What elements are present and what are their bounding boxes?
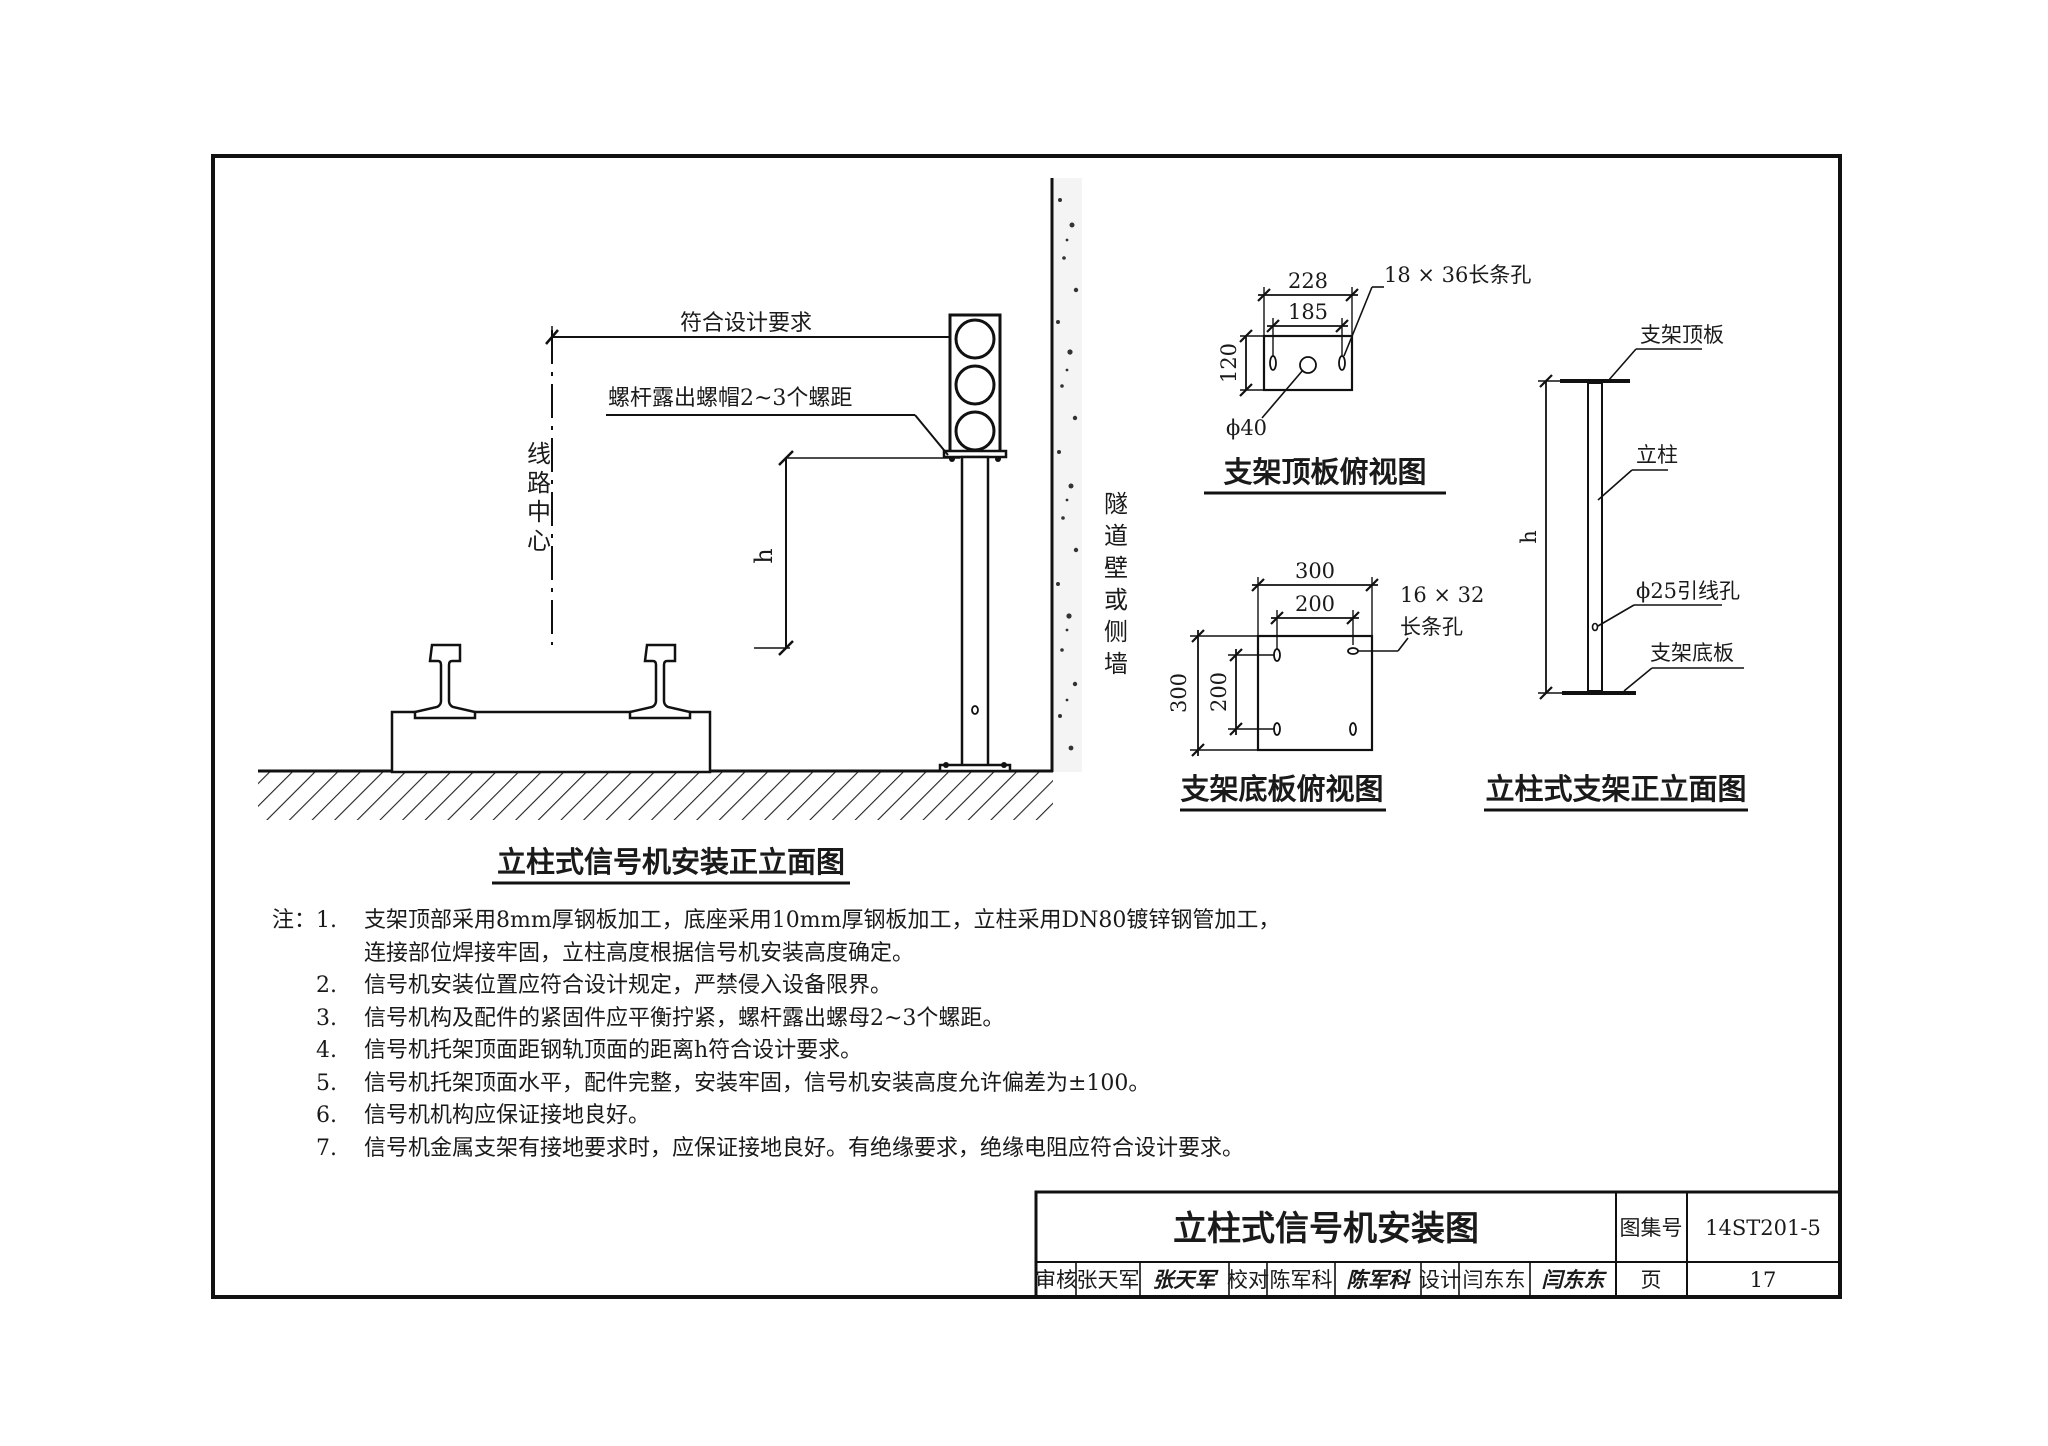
tunnel-wall-char-5: 侧 bbox=[1104, 618, 1128, 646]
bottom-plate-plan: 300 200 300 200 16 × 32 长条孔 支架底板俯视图 bbox=[1167, 559, 1484, 812]
note-text: 支架顶部采用8mm厚钢板加工，底座采用10mm厚钢板加工，立柱采用DN80镀锌钢… bbox=[364, 908, 1281, 933]
tunnel-wall bbox=[1052, 178, 1082, 772]
post-label-bottom-plate: 支架底板 bbox=[1650, 641, 1734, 665]
review-label: 审核 bbox=[1035, 1268, 1077, 1292]
bottom-hole-label-2: 长条孔 bbox=[1400, 615, 1463, 639]
bottom-dim-outer-w: 300 bbox=[1295, 559, 1335, 583]
reviewer-name: 张天军 bbox=[1077, 1268, 1140, 1292]
bottom-dim-outer-h: 300 bbox=[1167, 673, 1191, 713]
post-label-top-plate: 支架顶板 bbox=[1640, 323, 1724, 347]
title-block: 立柱式信号机安装图 图集号 14ST201-5 审核 张天军 张天军 校对 陈军… bbox=[1034, 1190, 1842, 1299]
main-elevation-title: 立柱式信号机安装正立面图 bbox=[497, 845, 845, 879]
note-item-5: 5. 信号机托架顶面水平，配件完整，安装牢固，信号机安装高度允许偏差为±100。 bbox=[272, 1068, 1372, 1101]
notes: 注： 1. 支架顶部采用8mm厚钢板加工，底座采用10mm厚钢板加工，立柱采用D… bbox=[272, 905, 1372, 1165]
note-number: 2. bbox=[316, 973, 337, 998]
wall-speckles bbox=[1056, 198, 1079, 751]
signal-lamp-top bbox=[954, 318, 996, 360]
note-number: 5. bbox=[316, 1070, 337, 1096]
designer-signature: 闫东东 bbox=[1542, 1267, 1608, 1292]
note-item-3: 3. 信号机构及配件的紧固件应平衡拧紧，螺杆露出螺母2~3个螺距。 bbox=[272, 1003, 1372, 1036]
check-label: 校对 bbox=[1227, 1268, 1269, 1292]
top-dim-height: 120 bbox=[1217, 343, 1241, 383]
note-item-1: 注： 1. 支架顶部采用8mm厚钢板加工，底座采用10mm厚钢板加工，立柱采用D… bbox=[272, 905, 1372, 938]
track-center-char-1: 线 bbox=[527, 440, 551, 468]
designer-name: 闫东东 bbox=[1463, 1268, 1526, 1292]
tunnel-wall-char-4: 或 bbox=[1104, 586, 1128, 614]
sleeper bbox=[390, 710, 712, 774]
note-text: 信号机安装位置应符合设计规定，严禁侵入设备限界。 bbox=[364, 973, 893, 998]
label-track-center: 线 路 中 心 bbox=[527, 440, 551, 555]
rail-left bbox=[413, 643, 477, 720]
post-label-post: 立柱 bbox=[1636, 443, 1678, 467]
note-text: 信号机金属支架有接地要求时，应保证接地良好。有绝缘要求，绝缘电阻应符合设计要求。 bbox=[364, 1135, 1245, 1161]
note-item-4: 4. 信号机托架顶面距钢轨顶面的距离h符合设计要求。 bbox=[272, 1035, 1372, 1068]
post-column bbox=[1587, 382, 1603, 692]
post-elevation: 支架顶板 立柱 ϕ25引线孔 支架底板 h 立柱式支架正立面图 bbox=[1484, 323, 1748, 812]
top-dia-label: ϕ40 bbox=[1226, 416, 1267, 440]
label-design-requirement: 符合设计要求 bbox=[680, 311, 812, 336]
note-number: 6. bbox=[316, 1103, 337, 1128]
post-elevation-title: 立柱式支架正立面图 bbox=[1485, 772, 1746, 806]
signal-lamp-mid bbox=[954, 364, 996, 406]
ground-hatch bbox=[258, 771, 1053, 820]
post-top-plate bbox=[1560, 379, 1630, 383]
page-number: 17 bbox=[1750, 1268, 1777, 1292]
bottom-dim-inner-h: 200 bbox=[1207, 672, 1231, 712]
checker-name: 陈军科 bbox=[1270, 1268, 1333, 1292]
top-dim-outer: 228 bbox=[1288, 269, 1328, 293]
note-text-continued: 连接部位焊接牢固，立柱高度根据信号机安装高度确定。 bbox=[364, 940, 915, 966]
note-number: 1. bbox=[316, 908, 337, 933]
signal-post bbox=[938, 455, 1012, 773]
tunnel-wall-char-3: 壁 bbox=[1104, 554, 1128, 582]
note-item-2: 2. 信号机安装位置应符合设计规定，严禁侵入设备限界。 bbox=[272, 970, 1372, 1003]
note-item-6: 6. 信号机机构应保证接地良好。 bbox=[272, 1100, 1372, 1133]
main-elevation: 符合设计要求 螺杆露出螺帽2~3个螺距 h 线 路 中 心 隧 道 壁 或 侧 … bbox=[258, 178, 1128, 885]
page-label: 页 bbox=[1641, 1268, 1662, 1292]
sheet-border bbox=[211, 154, 1842, 1299]
notes-prefix: 注： bbox=[272, 908, 317, 933]
top-hole-label: 18 × 36长条孔 bbox=[1384, 263, 1531, 287]
bottom-dim-inner-w: 200 bbox=[1295, 592, 1335, 616]
track-center-char-3: 中 bbox=[527, 498, 551, 526]
drawing-title: 立柱式信号机安装图 bbox=[1173, 1209, 1479, 1249]
label-tunnel-wall: 隧 道 壁 或 侧 墙 bbox=[1104, 490, 1128, 678]
atlas-number: 14ST201-5 bbox=[1705, 1216, 1821, 1240]
note-text: 信号机机构应保证接地良好。 bbox=[364, 1103, 651, 1128]
note-number: 4. bbox=[316, 1038, 337, 1063]
tunnel-wall-char-6: 墙 bbox=[1104, 650, 1128, 678]
note-text: 信号机托架顶面水平，配件完整，安装牢固，信号机安装高度允许偏差为±100。 bbox=[364, 1070, 1151, 1096]
top-plate-plan: 228 185 120 18 × 36长条孔 ϕ40 支架顶板俯视图 bbox=[1204, 263, 1531, 495]
bottom-hole-label-1: 16 × 32 bbox=[1400, 583, 1484, 607]
note-item-7: 7. 信号机金属支架有接地要求时，应保证接地良好。有绝缘要求，绝缘电阻应符合设计… bbox=[272, 1133, 1372, 1166]
reviewer-signature: 张天军 bbox=[1153, 1267, 1220, 1292]
tunnel-wall-char-2: 道 bbox=[1104, 522, 1128, 550]
signal-head bbox=[942, 313, 1008, 462]
design-label: 设计 bbox=[1419, 1268, 1461, 1292]
tunnel-wall-char-1: 隧 bbox=[1104, 490, 1128, 518]
checker-signature: 陈军科 bbox=[1347, 1267, 1412, 1292]
top-plate-title: 支架顶板俯视图 bbox=[1223, 455, 1426, 489]
label-h-main: h bbox=[750, 548, 778, 563]
post-bottom-plate bbox=[1562, 691, 1636, 695]
note-text: 信号机托架顶面距钢轨顶面的距离h符合设计要求。 bbox=[364, 1038, 863, 1063]
note-number: 7. bbox=[316, 1135, 337, 1161]
label-bolt: 螺杆露出螺帽2~3个螺距 bbox=[608, 386, 852, 411]
track-center-char-2: 路 bbox=[527, 469, 551, 497]
post-label-h: h bbox=[1517, 530, 1541, 544]
note-text: 信号机构及配件的紧固件应平衡拧紧，螺杆露出螺母2~3个螺距。 bbox=[364, 1005, 1005, 1031]
post-label-wire-hole: ϕ25引线孔 bbox=[1636, 579, 1740, 603]
atlas-label: 图集号 bbox=[1620, 1216, 1683, 1240]
signal-lamp-bottom bbox=[954, 410, 996, 452]
bottom-plate-title: 支架底板俯视图 bbox=[1180, 772, 1383, 806]
rail-right bbox=[628, 643, 692, 720]
track-center-char-4: 心 bbox=[527, 527, 551, 555]
note-number: 3. bbox=[316, 1005, 337, 1031]
top-dim-inner: 185 bbox=[1288, 300, 1328, 324]
